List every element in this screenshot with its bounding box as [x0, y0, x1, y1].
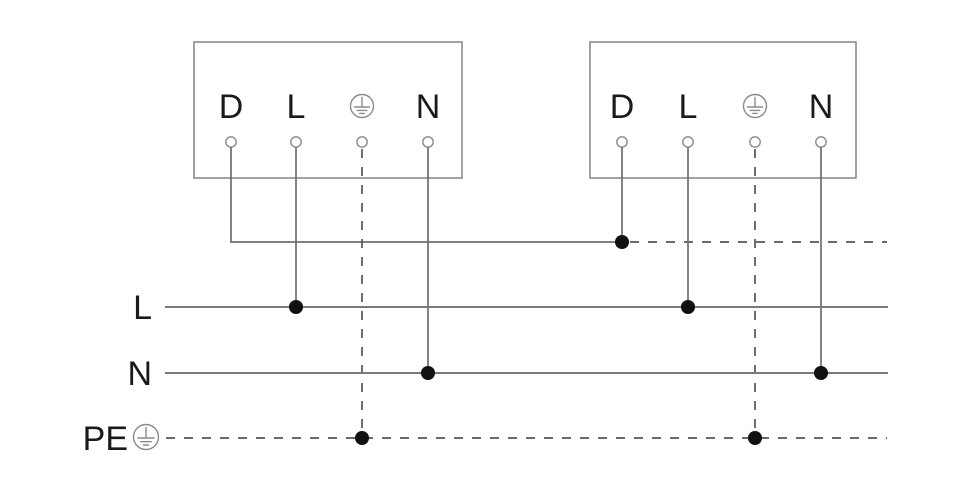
device-left-terminal-label-n: N — [416, 88, 441, 126]
wire-left-d-to-signal-bus — [230, 147, 622, 243]
device-left-outline — [193, 41, 463, 179]
device-left-terminal-pe[interactable] — [356, 136, 368, 148]
device-right-terminal-l[interactable] — [682, 136, 694, 148]
device-left-terminal-d[interactable] — [225, 136, 237, 148]
junction-dot-left-n — [421, 366, 435, 380]
bus-label-n: N — [127, 355, 152, 393]
device-left-terminal-label-l: L — [287, 88, 306, 126]
device-left-terminal-l[interactable] — [290, 136, 302, 148]
device-right-terminal-label-n: N — [809, 88, 834, 126]
device-left: D L N — [193, 41, 463, 179]
device-right-terminal-label-d: D — [610, 88, 635, 126]
junction-dot-left-pe — [355, 431, 369, 445]
junction-dot-left-l — [289, 300, 303, 314]
device-right: D L N — [589, 41, 857, 179]
bus-label-l: L — [133, 289, 152, 327]
junction-dot-right-l — [681, 300, 695, 314]
device-left-earth-icon — [349, 93, 375, 119]
bus-pe-earth-icon — [132, 423, 160, 451]
device-left-terminal-label-d: D — [219, 88, 244, 126]
device-right-terminal-pe[interactable] — [749, 136, 761, 148]
device-right-terminal-d[interactable] — [616, 136, 628, 148]
junction-dot-right-pe — [748, 431, 762, 445]
device-right-terminal-n[interactable] — [815, 136, 827, 148]
device-right-terminal-label-l: L — [679, 88, 698, 126]
bus-label-pe: PE — [83, 420, 128, 458]
device-right-earth-icon — [742, 93, 768, 119]
device-right-outline — [589, 41, 857, 179]
junction-dot-right-n — [814, 366, 828, 380]
device-left-terminal-n[interactable] — [422, 136, 434, 148]
junction-dot-signal-right-d — [615, 235, 629, 249]
